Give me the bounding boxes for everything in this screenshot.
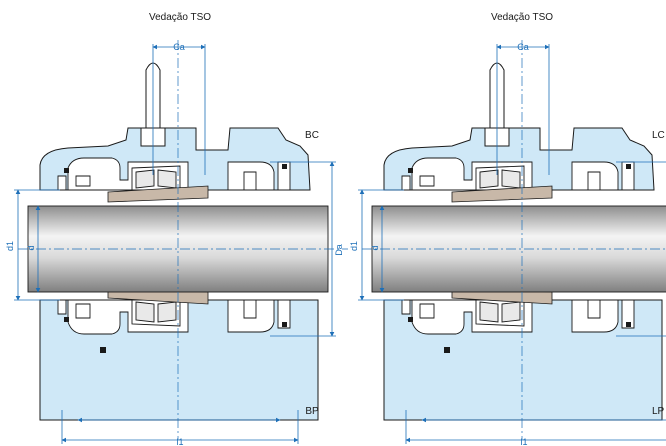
right-dim-d: d — [370, 245, 380, 250]
right-dim-d1: d1 — [349, 241, 359, 251]
right-seal-title: Vedação TSO — [491, 12, 553, 23]
right-dimensions — [358, 44, 666, 444]
left-dim-d: d — [26, 245, 36, 250]
left-dimensions — [14, 44, 336, 444]
right-housing — [361, 39, 666, 441]
left-dim-d1: d1 — [5, 241, 15, 251]
right-upper-variant-label: LC — [652, 130, 665, 141]
right-dim-l1: l1 — [520, 437, 527, 446]
left-lower-variant-label: BP — [305, 406, 319, 417]
left-upper-variant-label: BC — [305, 130, 319, 141]
left-housing — [17, 39, 349, 441]
left-seal-title: Vedação TSO — [149, 12, 211, 23]
left-dim-l1: l1 — [176, 437, 183, 446]
right-lower-variant-label: LP — [652, 406, 665, 417]
left-dim-da: Da — [334, 244, 344, 256]
right-dim-ca: Ca — [517, 42, 529, 52]
left-dim-ca: Ca — [173, 42, 185, 52]
